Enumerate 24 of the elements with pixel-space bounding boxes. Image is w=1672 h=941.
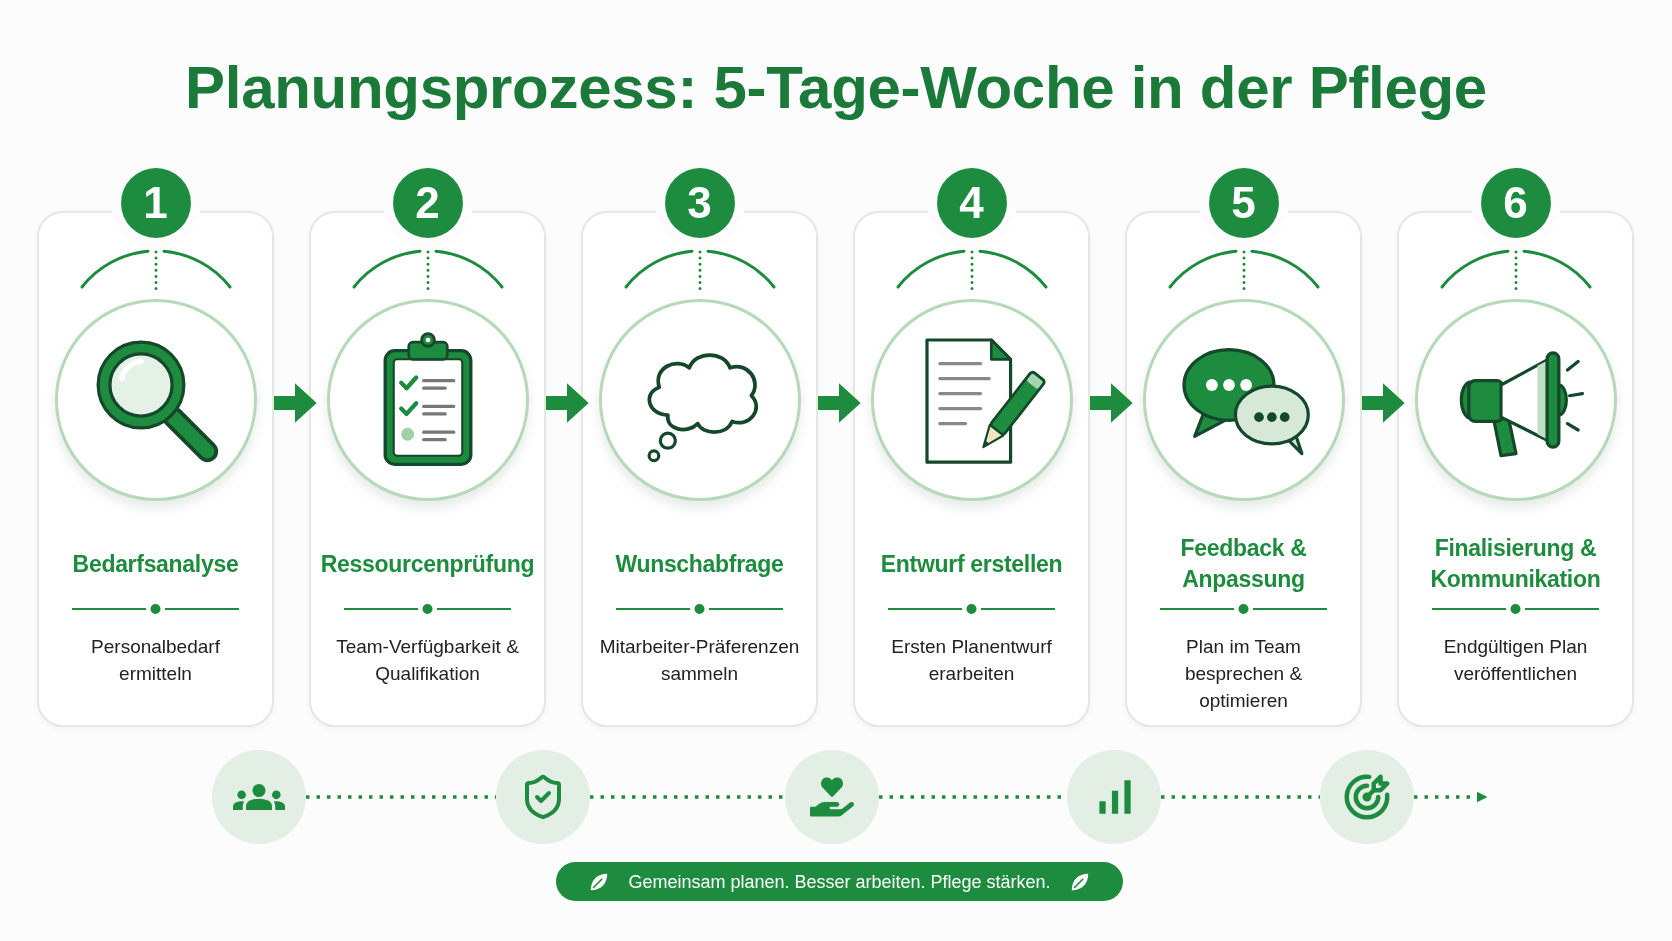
step-description: Team-Verfügbarkeit & Qualifikation <box>335 635 520 686</box>
step-description: Mitarbeiter-Präferenzen sammeln <box>598 635 801 686</box>
slogan-banner <box>556 862 1123 901</box>
arrow <box>1362 383 1405 423</box>
step-title: Wunschabfrage <box>615 549 784 579</box>
dotted-connector <box>1161 795 1320 799</box>
arrow <box>274 383 317 423</box>
step-description: Endgültigen Plan veröffentlichen <box>1442 635 1589 686</box>
step-title: Finalisierung & Kommunikation <box>1429 534 1602 594</box>
dotted-arrow <box>1414 791 1488 803</box>
step-description: Personalbedarf ermitteln <box>90 635 221 686</box>
step-title: Ressourcenprüfung <box>320 549 535 579</box>
step-title: Entwurf erstellen <box>880 549 1063 579</box>
step-title: Feedback & Anpassung <box>1179 534 1308 594</box>
step-description: Plan im Team besprechen & optimieren <box>1183 635 1304 713</box>
arrow <box>546 383 589 423</box>
arrow <box>818 383 861 423</box>
slogan-text: Gemeinsam planen. Besser arbeiten. Pflege stärken. <box>628 870 1051 893</box>
arrow <box>1090 383 1133 423</box>
dotted-connector <box>590 795 785 799</box>
diagram-title: Planungsprozess: 5-Tage-Woche in der Pflege <box>185 53 1487 123</box>
step-title: Bedarfsanalyse <box>72 549 239 579</box>
dotted-connector <box>306 795 496 799</box>
step-description: Ersten Planentwurf erarbeiten <box>890 635 1053 686</box>
